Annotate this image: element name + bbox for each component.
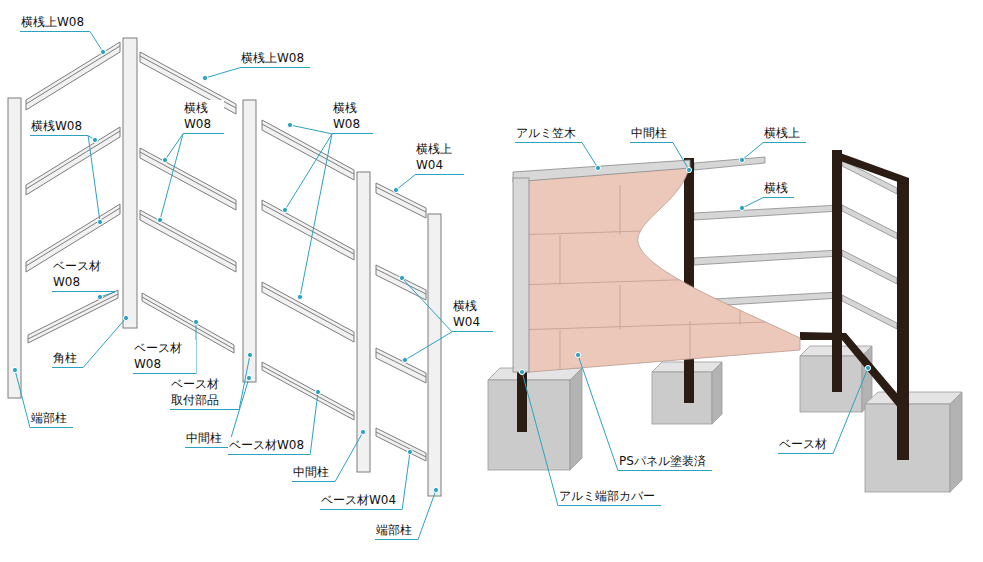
leader-dot bbox=[865, 365, 870, 370]
leader-dot bbox=[575, 352, 580, 357]
part-label: 横桟 W08 bbox=[332, 100, 373, 134]
aluminium-trim bbox=[513, 160, 690, 372]
leader-line bbox=[160, 134, 183, 220]
leader-dot bbox=[297, 294, 302, 299]
leader-line bbox=[15, 370, 30, 428]
leader-dot bbox=[202, 75, 207, 80]
part-label: 中間柱 bbox=[292, 464, 335, 482]
leader-dot bbox=[402, 357, 407, 362]
leader-dot bbox=[92, 137, 97, 142]
part-label: ベース材 W08 bbox=[133, 340, 196, 374]
leader-line bbox=[310, 392, 318, 455]
leader-line bbox=[673, 143, 689, 170]
part-label: 端部柱 bbox=[30, 410, 73, 428]
leader-line bbox=[405, 332, 452, 360]
part-label: 横桟上 bbox=[763, 125, 806, 143]
leader-dot bbox=[433, 487, 438, 492]
leader-dot bbox=[595, 165, 600, 170]
leader-dot bbox=[315, 389, 320, 394]
leader-dot bbox=[282, 207, 287, 212]
leader-dot bbox=[739, 157, 744, 162]
leader-line bbox=[582, 143, 598, 168]
leader-line bbox=[165, 134, 183, 160]
leader-line bbox=[418, 490, 436, 540]
leader-line bbox=[742, 198, 763, 208]
leader-dot bbox=[97, 219, 102, 224]
leader-line bbox=[833, 368, 868, 454]
leader-dot bbox=[247, 352, 252, 357]
leader-dot bbox=[100, 49, 105, 54]
ps-panel bbox=[515, 166, 800, 372]
leader-dot bbox=[686, 167, 691, 172]
leader-dot bbox=[739, 205, 744, 210]
leader-line bbox=[402, 278, 452, 332]
part-label: ベース材 bbox=[778, 436, 833, 454]
part-label: ベース材W08 bbox=[228, 437, 310, 455]
leader-line bbox=[335, 432, 363, 482]
left-frame bbox=[8, 38, 441, 496]
leader-dot bbox=[393, 187, 398, 192]
part-label: ベース材 W08 bbox=[52, 258, 115, 292]
part-label: 中間柱 bbox=[185, 430, 228, 448]
leader-dot bbox=[162, 157, 167, 162]
part-label: アルミ笠木 bbox=[515, 125, 582, 143]
part-label: 横桟W08 bbox=[30, 118, 88, 136]
part-label: PSパネル塗装済 bbox=[618, 453, 712, 471]
leader-line bbox=[88, 136, 100, 222]
leader-dot bbox=[193, 319, 198, 324]
part-label: 横桟 bbox=[763, 180, 794, 198]
part-label: 横桟 W08 bbox=[183, 100, 224, 134]
part-label: 角柱 bbox=[52, 350, 83, 368]
leader-dot bbox=[12, 367, 17, 372]
part-label: 横桟上W08 bbox=[240, 50, 310, 68]
part-label: 横桟上W08 bbox=[20, 14, 90, 32]
leader-line bbox=[83, 318, 126, 368]
leader-dot bbox=[157, 217, 162, 222]
leader-dot bbox=[407, 449, 412, 454]
leader-line bbox=[522, 372, 558, 506]
leader-line bbox=[239, 355, 250, 410]
leader-dot bbox=[360, 429, 365, 434]
leader-line bbox=[90, 32, 103, 52]
leader-line bbox=[205, 68, 240, 78]
leader-line bbox=[402, 452, 410, 510]
leader-dot bbox=[97, 294, 102, 299]
part-label: アルミ端部カバー bbox=[558, 488, 661, 506]
part-label: ベース材W04 bbox=[320, 492, 402, 510]
leader-line bbox=[742, 143, 763, 160]
leader-dot bbox=[399, 275, 404, 280]
part-label: 端部柱 bbox=[375, 522, 418, 540]
leader-line bbox=[290, 125, 332, 134]
leader-line bbox=[578, 355, 618, 471]
part-label: 中間柱 bbox=[630, 125, 673, 143]
part-label: ベース材 取付部品 bbox=[170, 376, 239, 410]
leader-line bbox=[300, 134, 332, 297]
leader-dot bbox=[287, 122, 292, 127]
leader-line bbox=[396, 175, 415, 190]
leader-dot bbox=[519, 369, 524, 374]
leader-dot bbox=[123, 315, 128, 320]
part-label: 横桟上 W04 bbox=[415, 141, 464, 175]
part-label: 横桟 W04 bbox=[452, 298, 493, 332]
leader-dot bbox=[246, 375, 251, 380]
